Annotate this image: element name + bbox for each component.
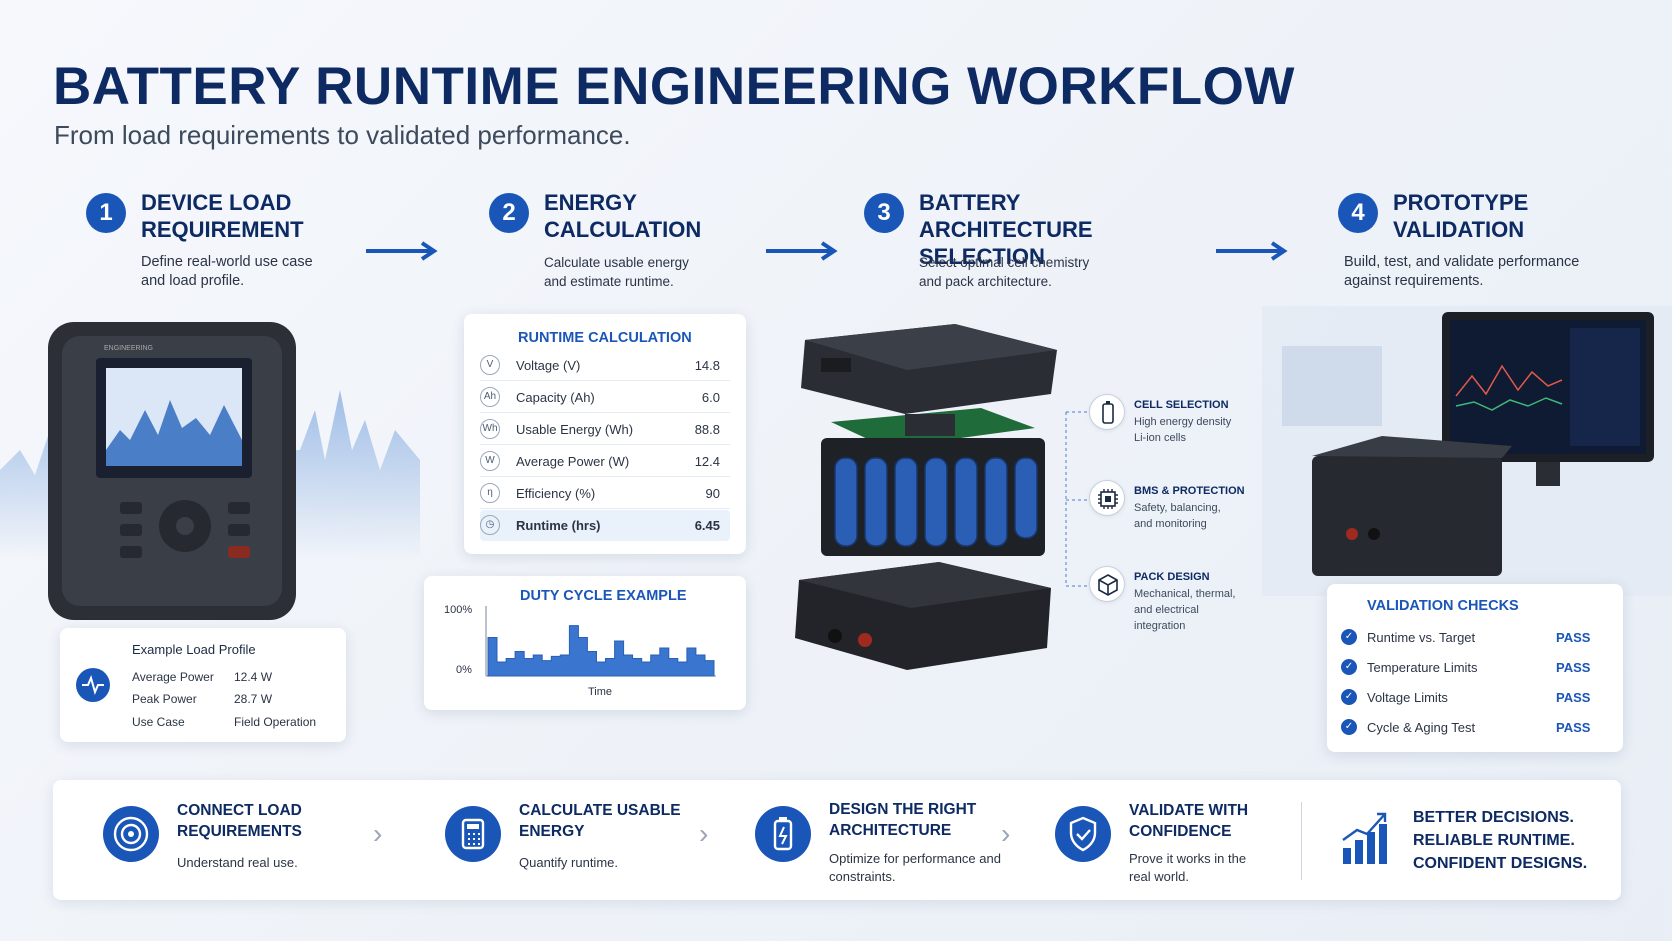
summary-desc: Understand real use. [177, 855, 298, 870]
step-title: DEVICE LOAD REQUIREMENT [141, 190, 304, 242]
step-number: 3 [864, 193, 904, 233]
summary-bar: CONNECT LOAD REQUIREMENTS Understand rea… [53, 780, 1621, 900]
chevron-right-icon: › [373, 818, 383, 849]
chevron-right-icon: › [1001, 818, 1011, 849]
page-title: BATTERY RUNTIME ENGINEERING WORKFLOW [53, 57, 1295, 116]
target-icon [103, 806, 159, 862]
battery-icon [755, 806, 811, 862]
arrow-right-icon [366, 241, 438, 261]
tagline: BETTER DECISIONS. RELIABLE RUNTIME. CONF… [1413, 809, 1588, 872]
growth-chart-icon [1342, 812, 1387, 864]
pass-status: PASS [1556, 630, 1591, 645]
power-icon: W [480, 451, 500, 471]
step-desc: Define real-world use case and load prof… [141, 254, 313, 289]
page-subtitle: From load requirements to validated perf… [54, 120, 631, 150]
arrow-right-icon [766, 241, 838, 261]
calculator-icon [445, 806, 501, 862]
shield-check-icon [1055, 806, 1111, 862]
load-profile-title: Example Load Profile [132, 642, 256, 657]
energy-icon: Wh [480, 419, 500, 439]
y-axis-bottom-label: 0% [456, 664, 472, 676]
y-axis-top-label: 100% [444, 604, 473, 616]
duty-cycle-title: DUTY CYCLE EXAMPLE [520, 588, 687, 604]
check-icon: ✓ [1341, 629, 1357, 645]
voltage-icon: V [480, 355, 500, 375]
cube-icon [1089, 566, 1125, 602]
check-icon: ✓ [1341, 689, 1357, 705]
battery-cell-icon [1089, 394, 1125, 430]
callout-desc: High energy density Li-ion cells [1134, 416, 1232, 444]
svg-text:ENGINEERING: ENGINEERING [104, 345, 153, 352]
runtime-calculation-title: RUNTIME CALCULATION [518, 330, 692, 346]
device-illustration: ENGINEERING [0, 322, 420, 620]
efficiency-icon: η [480, 483, 500, 503]
summary-title: CALCULATE USABLE ENERGY [519, 802, 681, 840]
duty-cycle-chart [485, 606, 716, 677]
divider [1301, 802, 1302, 880]
check-icon: ✓ [1341, 719, 1357, 735]
clock-icon: ◷ [480, 515, 500, 535]
step-number: 2 [489, 193, 529, 233]
callout-label: CELL SELECTION [1134, 399, 1229, 411]
duty-cycle-area [487, 625, 715, 677]
pulse-icon [76, 668, 110, 702]
summary-desc: Prove it works in the real world. [1129, 851, 1247, 884]
capacity-icon: Ah [480, 387, 500, 407]
chip-icon [1089, 480, 1125, 516]
step-number: 4 [1338, 193, 1378, 233]
step-desc: Calculate usable energy and estimate run… [544, 255, 689, 289]
chevron-right-icon: › [699, 818, 709, 849]
calc-row-runtime: ◷Runtime (hrs)6.45 [480, 510, 730, 541]
step-number: 1 [86, 193, 126, 233]
callout-desc: Mechanical, thermal, and electrical inte… [1134, 588, 1236, 632]
check-icon: ✓ [1341, 659, 1357, 675]
callout-connector [1065, 411, 1092, 587]
pass-status: PASS [1556, 690, 1591, 705]
pass-status: PASS [1556, 720, 1591, 735]
summary-title: VALIDATE WITH CONFIDENCE [1129, 802, 1249, 840]
callout-label: PACK DESIGN [1134, 571, 1210, 583]
validation-checks-title: VALIDATION CHECKS [1367, 598, 1519, 614]
duty-cycle-card: DUTY CYCLE EXAMPLE 100% 0% Time [424, 576, 746, 710]
lab-test-illustration [1262, 306, 1672, 596]
arrow-right-icon [1216, 241, 1288, 261]
summary-desc: Optimize for performance and constraints… [829, 851, 1001, 884]
step-title: BATTERY ARCHITECTURE SELECTION [919, 190, 1093, 269]
x-axis-label: Time [588, 686, 613, 698]
summary-title: DESIGN THE RIGHT ARCHITECTURE [829, 801, 977, 839]
summary-title: CONNECT LOAD REQUIREMENTS [177, 802, 302, 840]
step-desc: Select optimal cell chemistry and pack a… [919, 255, 1090, 289]
step-desc: Build, test, and validate performance ag… [1344, 254, 1580, 289]
callout-label: BMS & PROTECTION [1134, 485, 1245, 497]
battery-pack-illustration [795, 324, 1057, 670]
callout-desc: Safety, balancing, and monitoring [1134, 502, 1221, 530]
summary-desc: Quantify runtime. [519, 855, 618, 870]
pass-status: PASS [1556, 660, 1591, 675]
step-title: PROTOTYPE VALIDATION [1393, 190, 1529, 242]
step-title: ENERGY CALCULATION [544, 190, 702, 242]
